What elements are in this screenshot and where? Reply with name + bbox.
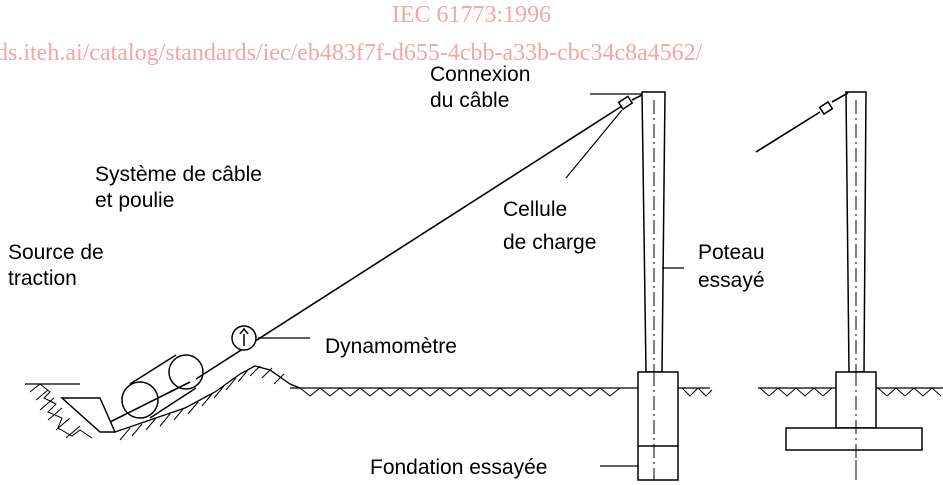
label-dynamometre: Dynamomètre [325, 335, 457, 358]
ground-right-2 [758, 387, 943, 397]
label-connexion-1: Connexion [430, 63, 531, 86]
watermark-standard: IEC 61773:1996 [391, 2, 552, 28]
label-cellule-2: de charge [503, 231, 597, 254]
label-connexion-2: du câble [430, 89, 510, 112]
ground [25, 365, 943, 441]
label-fondation: Fondation essayée [370, 456, 548, 479]
ground-mid [290, 387, 638, 397]
ground-slope [114, 365, 301, 441]
tested-foundation [600, 371, 679, 481]
second-foundation [785, 371, 923, 480]
ground-right-1 [678, 387, 713, 397]
label-source-2: traction [8, 267, 77, 290]
label-systeme-1: Système de câble [95, 163, 262, 186]
pulley-system [121, 354, 204, 419]
load-cell [565, 95, 634, 179]
ground-left [25, 383, 93, 439]
label-cellule-1: Cellule [503, 198, 568, 221]
label-poteau-2: essayé [698, 269, 765, 292]
label-poteau-1: Poteau [698, 241, 765, 264]
label-source-1: Source de [8, 241, 104, 264]
dynamometer [231, 325, 310, 351]
label-systeme-2: et poulie [95, 189, 175, 212]
traction-source-shape [60, 397, 117, 433]
watermark-url: rds.iteh.ai/catalog/standards/iec/eb483f… [0, 40, 703, 66]
